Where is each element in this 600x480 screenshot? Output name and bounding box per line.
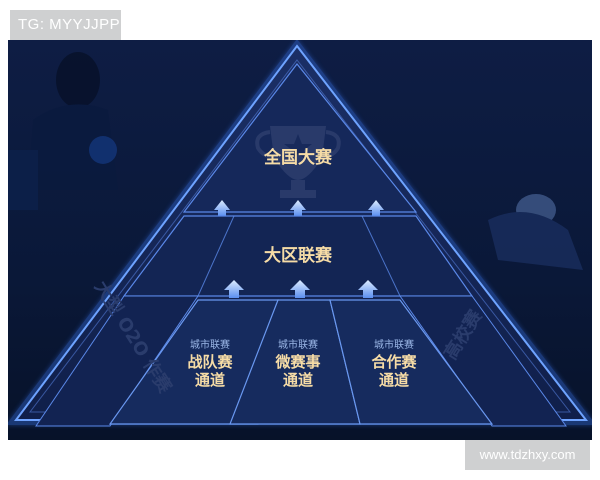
up-arrow-icon [224, 280, 244, 298]
up-arrow-icon [358, 280, 378, 298]
player-silhouette-right [488, 194, 583, 270]
channel-3-subtitle: 通道 [379, 371, 409, 389]
channel-2-subtitle: 通道 [283, 371, 313, 389]
player-silhouette-left [8, 52, 118, 210]
channel-2-small-label: 城市联赛 [278, 338, 318, 351]
up-arrow-icon [290, 200, 306, 216]
watermark-top-badge: TG: MYYJJPP [10, 10, 121, 40]
up-arrow-icon [290, 280, 310, 298]
channel-1-title: 战队赛 [187, 353, 233, 371]
watermark-bottom-badge: www.tdzhxy.com [465, 440, 590, 470]
top-tier-label: 全国大赛 [263, 147, 333, 168]
channel-1-small-label: 城市联赛 [190, 338, 230, 351]
channel-2-title: 微赛事 [274, 353, 320, 371]
up-arrow-icon [214, 200, 230, 216]
channel-1-subtitle: 通道 [195, 371, 225, 389]
trophy-icon [255, 126, 341, 198]
channel-3-small-label: 城市联赛 [374, 338, 414, 351]
pyramid-infographic: 全国大赛 大区联赛 大型 O2O 作赛 高校赛 城市联赛 战队赛 通道 城市联赛… [5, 39, 597, 440]
channel-3-title: 合作赛 [370, 353, 417, 371]
middle-tier-label: 大区联赛 [264, 245, 333, 266]
channel-panel-3 [329, 299, 494, 425]
up-arrow-icon [368, 200, 384, 216]
